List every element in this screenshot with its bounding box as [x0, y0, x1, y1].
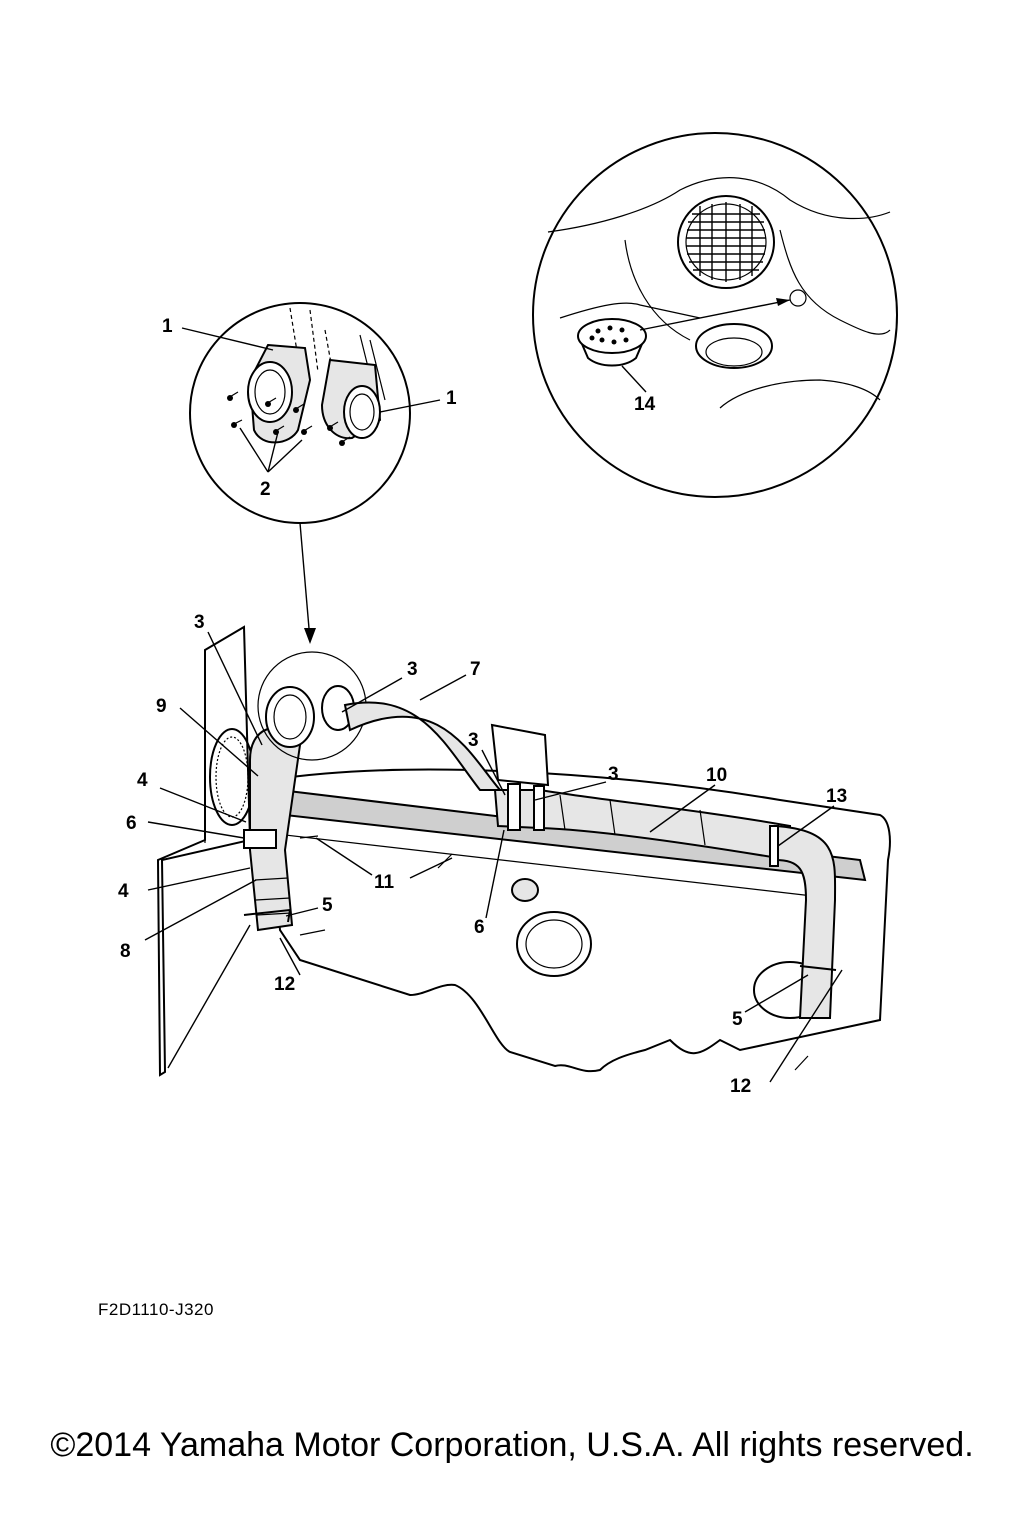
- callout-10: 10: [706, 765, 727, 786]
- callout-1-b: 1: [446, 388, 457, 409]
- callout-6-b: 6: [474, 917, 485, 938]
- callout-11: 11: [374, 872, 395, 893]
- callout-3-a: 3: [194, 612, 205, 633]
- callout-12-a: 12: [274, 974, 295, 995]
- vent-hose-assembly: [243, 651, 837, 1071]
- callout-labels: 1 1 2 3 3 7 9 3 3 10 13 4 6 11 4 5 8 6 1…: [118, 316, 847, 1097]
- callout-3-d: 3: [608, 764, 619, 785]
- callout-8: 8: [120, 941, 131, 962]
- callout-6-a: 6: [126, 813, 137, 834]
- callout-13: 13: [826, 786, 847, 807]
- copyright-notice: ©2014 Yamaha Motor Corporation, U.S.A. A…: [50, 1426, 974, 1464]
- vent-cap-part: [577, 318, 647, 367]
- callout-12-b: 12: [730, 1076, 751, 1097]
- callout-4-a: 4: [137, 770, 148, 791]
- vent-detail-view: [532, 132, 898, 498]
- callout-9: 9: [156, 696, 167, 717]
- duct-detail-view: [189, 302, 411, 524]
- callout-7: 7: [470, 659, 481, 680]
- callout-5-b: 5: [732, 1009, 743, 1030]
- callout-1-a: 1: [162, 316, 173, 337]
- callout-4-b: 4: [118, 881, 129, 902]
- leader-lines: [144, 327, 843, 1083]
- callout-2: 2: [260, 479, 271, 500]
- vent-grille-icon: [686, 202, 766, 282]
- callout-14: 14: [634, 394, 656, 415]
- diagram-reference-code: F2D1110-J320: [98, 1300, 214, 1319]
- callout-3-b: 3: [407, 659, 418, 680]
- callout-5-a: 5: [322, 895, 333, 916]
- callout-3-c: 3: [468, 730, 479, 751]
